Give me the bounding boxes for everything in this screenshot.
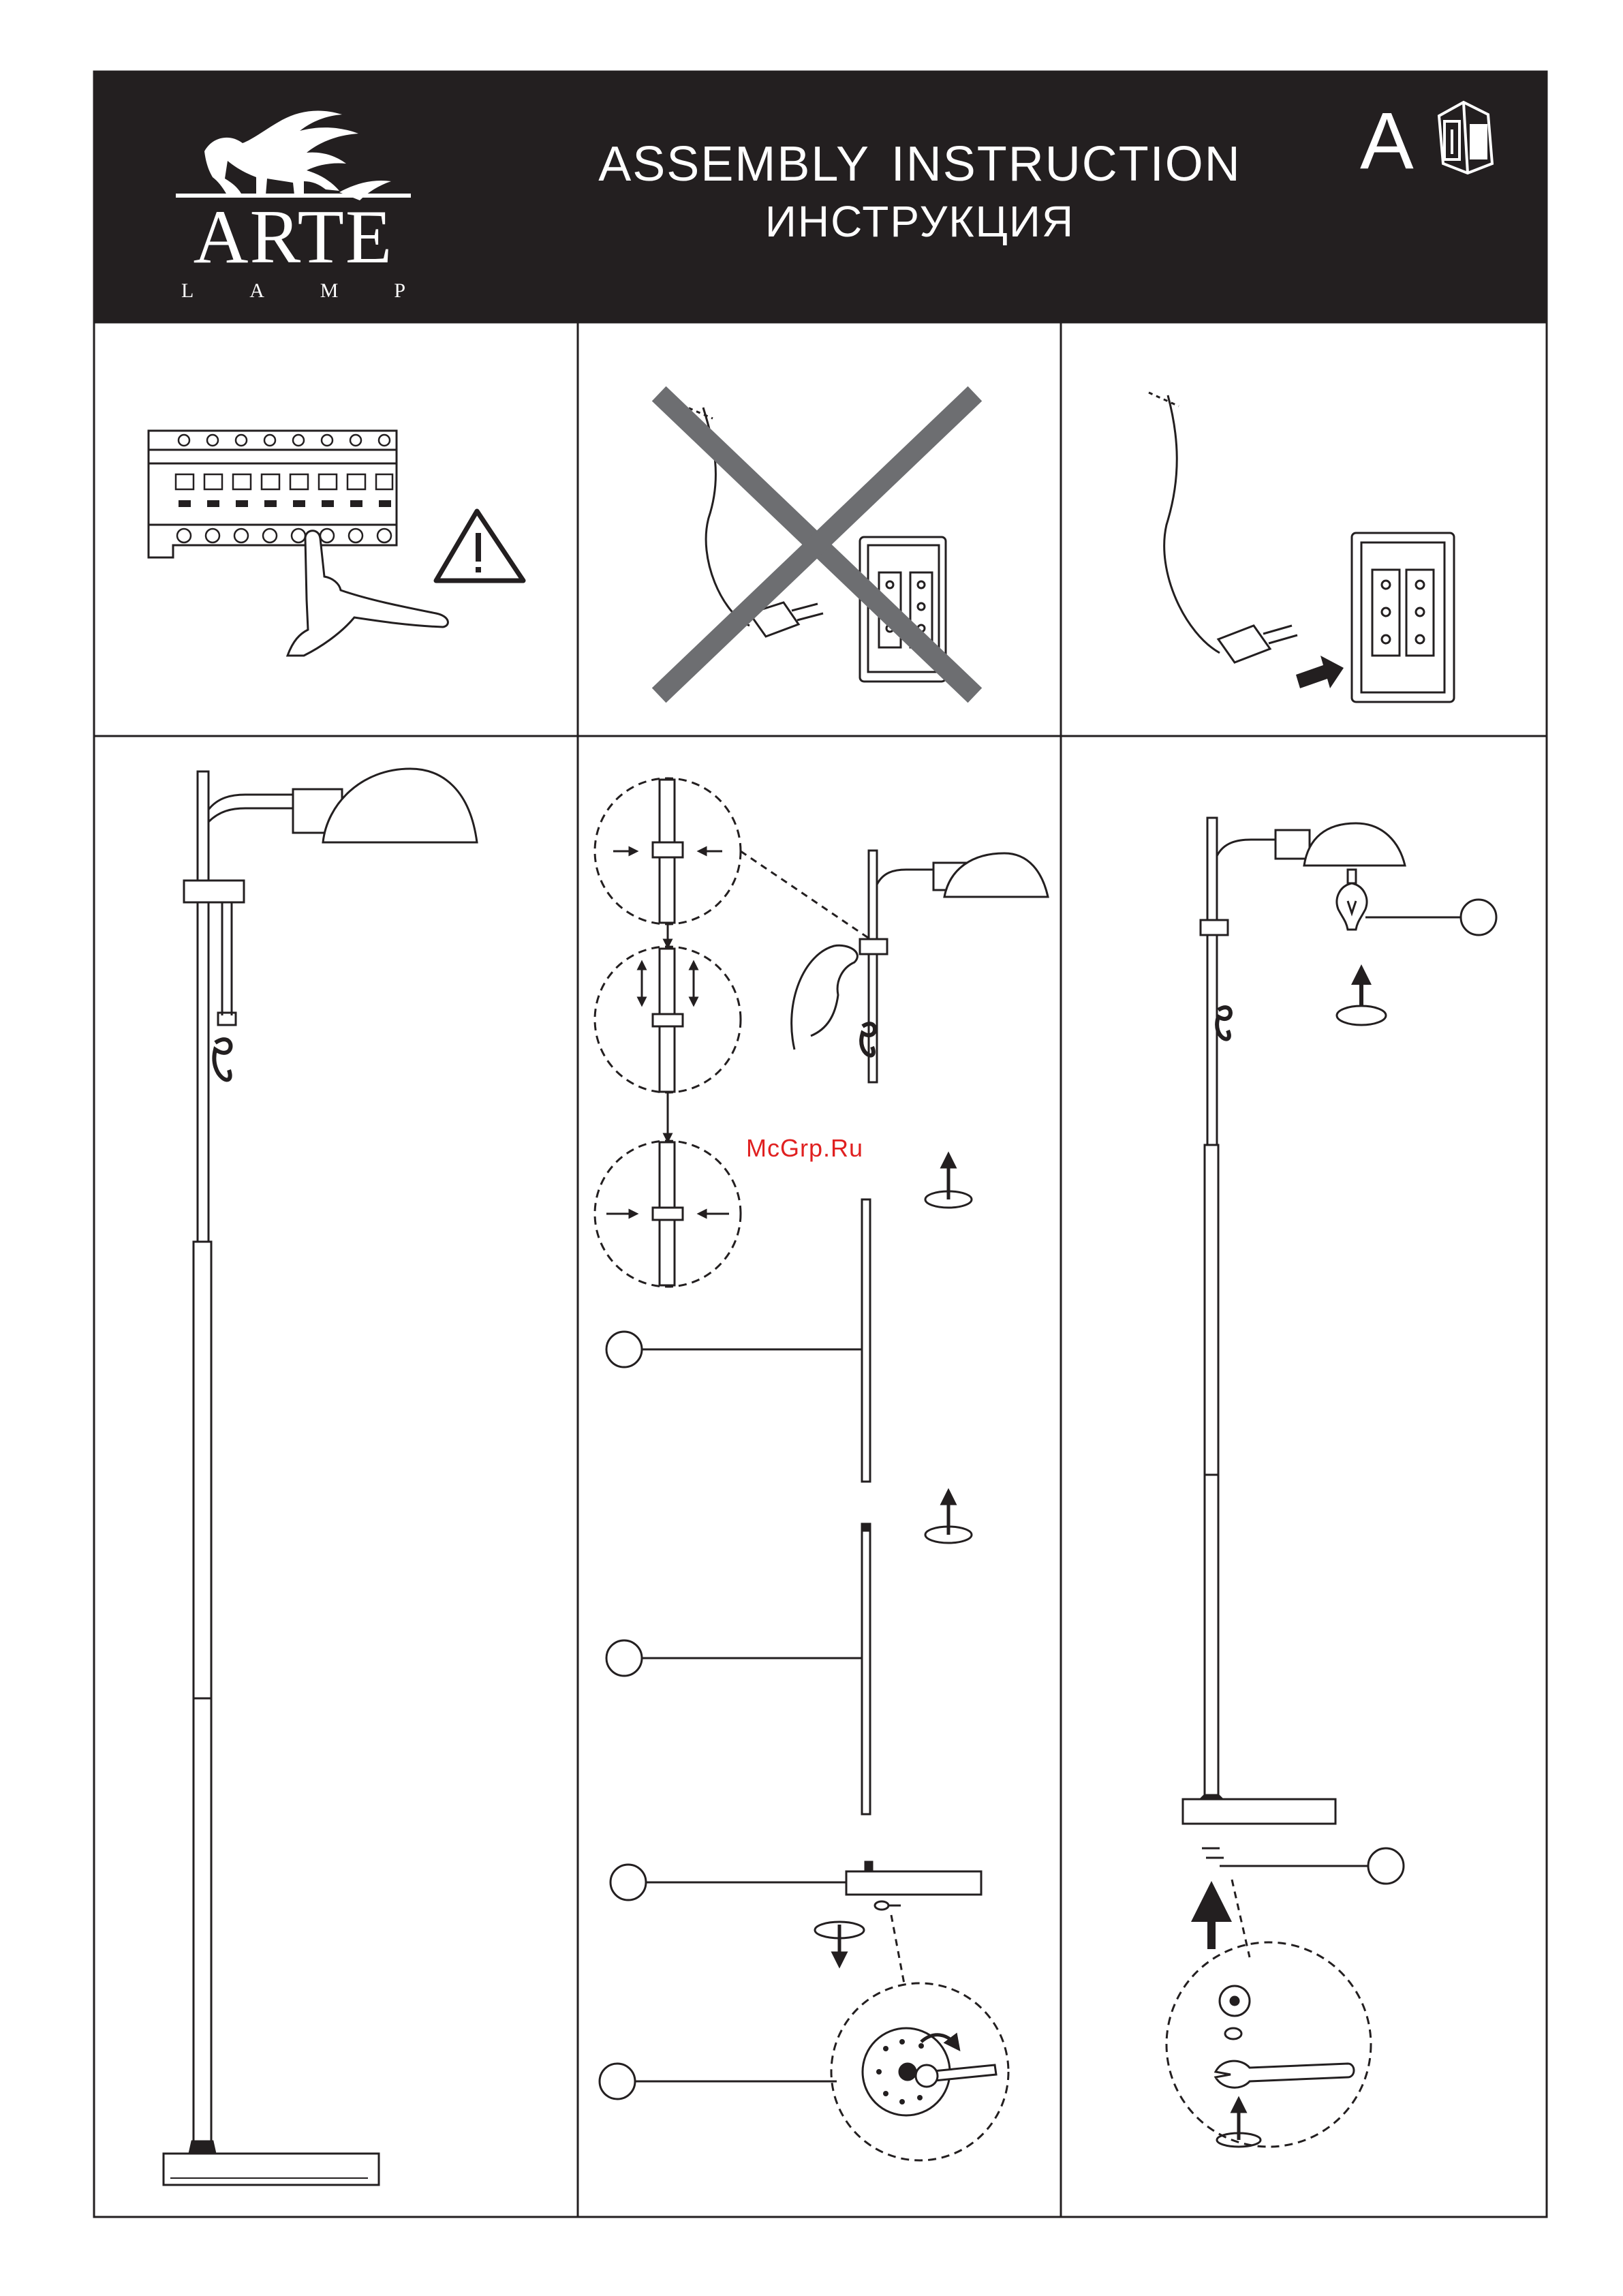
floor-lamp-icon	[1166, 818, 1405, 2147]
brand-name: ARTE	[176, 199, 411, 275]
warning-triangle-icon	[436, 511, 523, 581]
brand-letter: P	[394, 281, 405, 301]
circuit-breaker-icon	[149, 431, 397, 557]
floor-lamp-icon	[164, 769, 477, 2185]
manual-info-icon	[1439, 102, 1492, 173]
wrench-icon	[1216, 2061, 1354, 2087]
bulb-icon	[1337, 870, 1496, 1025]
wall-socket-icon	[1352, 533, 1454, 702]
wrench-icon	[916, 2065, 996, 2087]
brand-letter: A	[249, 281, 264, 301]
arrow-right-icon	[1296, 656, 1344, 688]
griffin-logo-icon	[176, 110, 411, 200]
brand-letter: M	[320, 281, 339, 301]
lamp-head-icon	[792, 851, 1048, 1082]
screw-rotate-icon	[815, 1160, 972, 1960]
page-title-ru: ИНСТРУКЦИЯ	[477, 200, 1363, 243]
page-title-en: ASSEMBLY INSTRUCTION	[477, 140, 1363, 189]
detail-zoom-icon	[595, 778, 872, 1287]
assembly-parts	[600, 1199, 1008, 2160]
brand-letter: L	[181, 281, 194, 301]
hand-icon	[288, 531, 448, 656]
version-letter: A	[1360, 101, 1414, 181]
watermark: McGrp.Ru	[746, 1136, 863, 1161]
brand-subtitle: L A M P	[176, 281, 411, 301]
plug-icon	[1149, 393, 1297, 662]
